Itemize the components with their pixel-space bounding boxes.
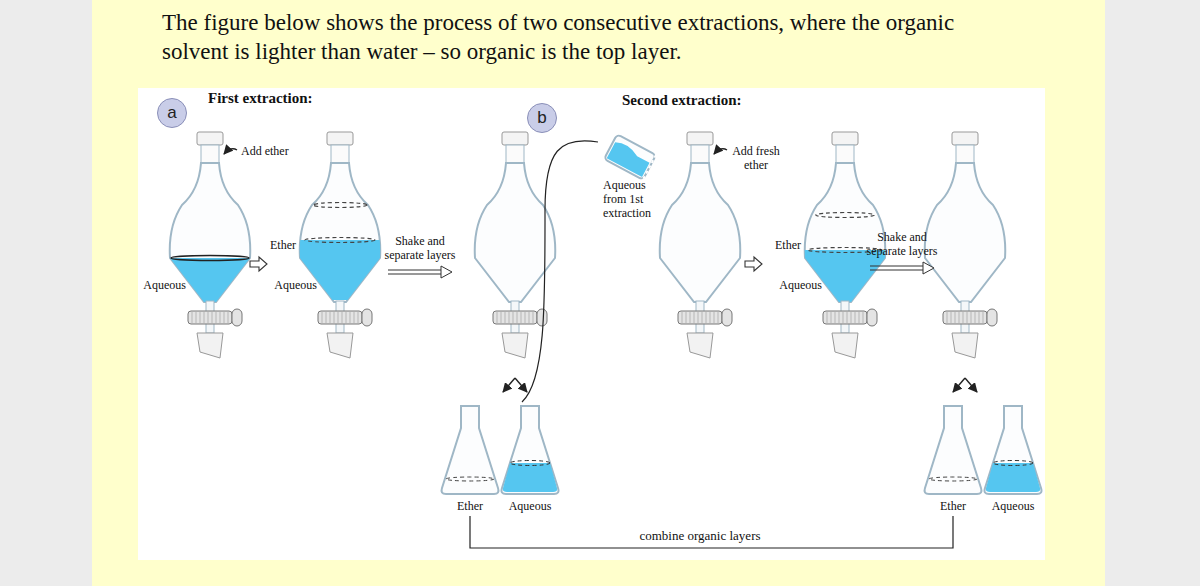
label: Aqueous xyxy=(496,499,564,513)
add-arrow xyxy=(714,149,727,154)
erlenmeyer-flask xyxy=(502,406,559,494)
heading: The figure below shows the process of tw… xyxy=(162,8,1002,66)
step-badge: a xyxy=(157,98,187,128)
label: Add ether xyxy=(241,144,311,158)
label: Aqueous xyxy=(979,499,1047,513)
label: Ether xyxy=(438,499,502,513)
split-arrows xyxy=(503,378,527,392)
transfer-line xyxy=(522,141,598,402)
add-arrow xyxy=(224,149,237,154)
label: Ether xyxy=(236,238,296,252)
erlenmeyer-flask xyxy=(985,406,1042,494)
label: combine organic layers xyxy=(600,528,800,543)
label: Aqueous xyxy=(257,278,317,292)
step-letter: a xyxy=(167,103,176,123)
process-arrow xyxy=(870,262,934,274)
split-arrows xyxy=(953,378,977,392)
label: Ether xyxy=(741,238,801,252)
process-arrow xyxy=(388,266,452,278)
label: Aqueous xyxy=(762,278,822,292)
label: Aqueous from 1st extraction xyxy=(603,178,663,220)
combine-bracket xyxy=(470,516,953,548)
label: Shake and separate layers xyxy=(862,230,942,258)
label: First extraction: xyxy=(208,90,368,107)
label: Add fresh ether xyxy=(730,144,782,172)
label: Second extraction: xyxy=(622,92,792,109)
erlenmeyer-flask xyxy=(442,406,499,494)
separatory-funnel xyxy=(165,132,255,358)
label: Shake and separate layers xyxy=(380,234,460,262)
hollow-arrow xyxy=(745,257,762,271)
label: Aqueous xyxy=(126,278,186,292)
figure-panel xyxy=(138,88,1045,560)
pouring-beaker xyxy=(604,134,656,179)
separatory-funnel xyxy=(660,132,741,358)
separatory-funnel xyxy=(295,132,385,358)
hollow-arrow xyxy=(250,257,267,271)
erlenmeyer-flask xyxy=(925,406,982,494)
step-letter: b xyxy=(537,108,546,128)
yellow-panel xyxy=(92,0,1105,586)
label: Ether xyxy=(921,499,985,513)
step-badge: b xyxy=(527,103,557,133)
